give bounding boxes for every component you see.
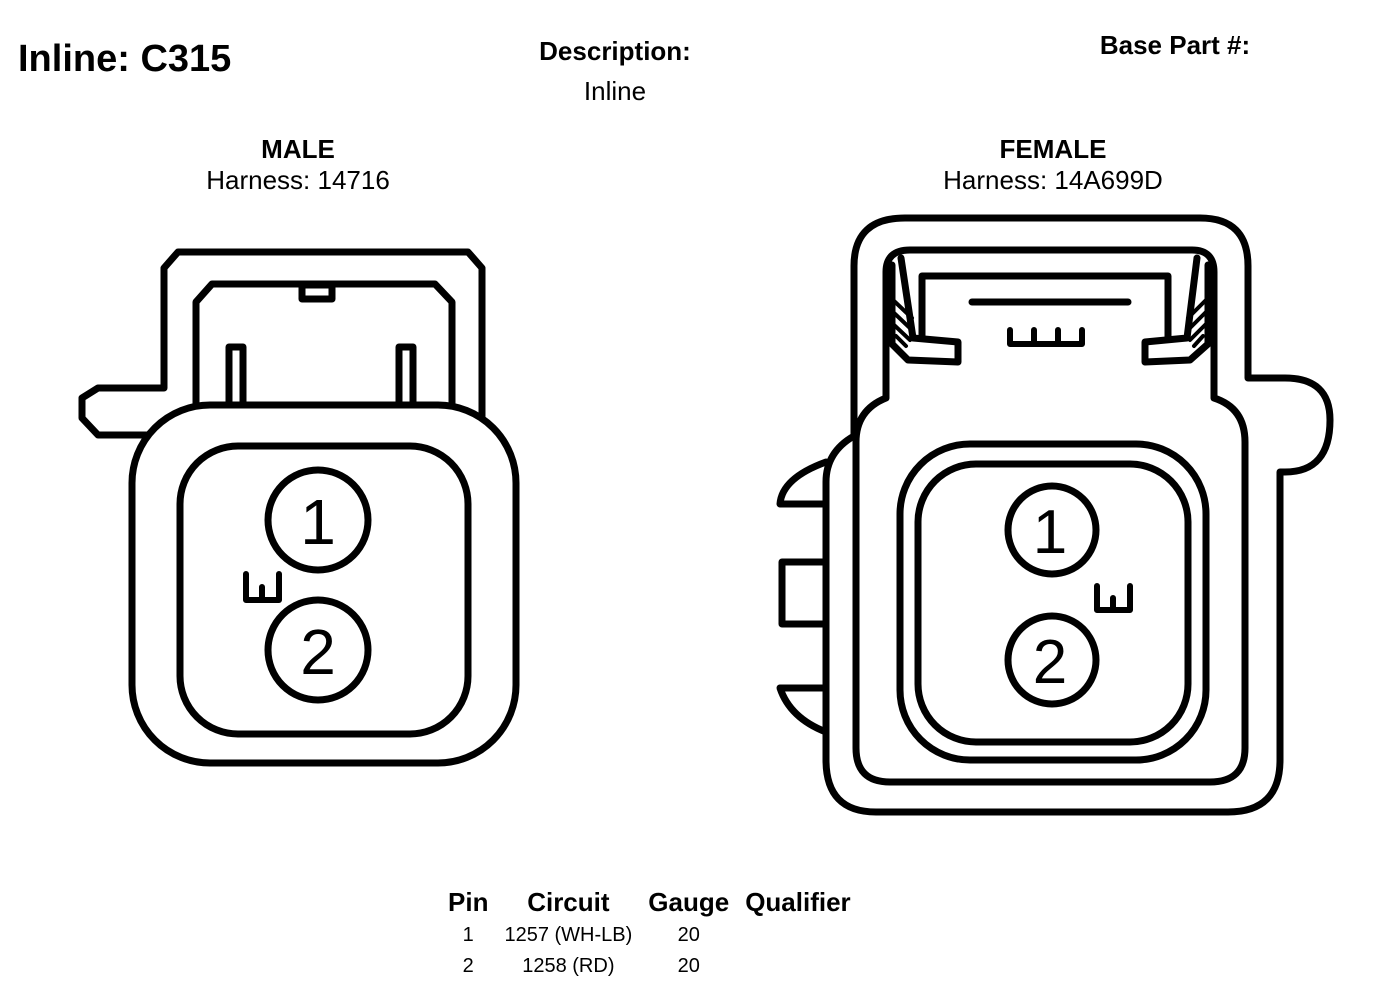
table-row: 2 1258 (RD) 20 — [440, 951, 859, 982]
female-latch-hatch-right — [1186, 298, 1208, 348]
circuit-column-header: Circuit — [527, 886, 610, 917]
female-seal-ring-outer — [896, 440, 1210, 764]
female-harness-label: Harness: 14A699D — [943, 165, 1163, 195]
pin-cell: 1 — [462, 924, 474, 946]
female-pin-1-cavity — [1004, 482, 1100, 578]
female-pin-2-label: 2 — [1033, 628, 1067, 697]
female-latch-rail-right — [1141, 254, 1212, 366]
female-latch-rail-left — [888, 254, 962, 366]
female-latch-hatch-left — [891, 298, 914, 348]
circuit-cell: 1257 (WH-LB) — [504, 924, 633, 946]
female-outer-housing — [822, 214, 1334, 816]
male-latch-post-right — [395, 343, 417, 409]
male-outer-body — [128, 401, 520, 767]
female-pin-2-cavity — [1004, 612, 1100, 708]
female-latch-teeth — [1007, 327, 1085, 347]
male-inner-face — [176, 442, 472, 738]
female-connector-heading: FEMALE Harness: 14A699D — [903, 134, 1203, 196]
pin-column-header: Pin — [448, 886, 489, 917]
female-connector-face — [776, 214, 1334, 816]
qualifier-cell — [737, 951, 858, 982]
description-label: Description: — [539, 36, 691, 66]
pin-cell: 2 — [462, 955, 474, 977]
circuit-cell: 1258 (RD) — [522, 955, 615, 977]
description-value: Inline — [583, 76, 647, 106]
female-side-clip-bottom — [776, 684, 830, 736]
male-wire-mark-glyph — [243, 571, 282, 603]
base-part-label: Base Part #: — [1099, 30, 1251, 60]
male-latch-post-left — [225, 343, 247, 409]
gauge-column-header: Gauge — [648, 886, 730, 917]
gauge-cell: 20 — [677, 924, 700, 946]
female-latch-frame — [918, 272, 1172, 342]
male-pin-1-label: 1 — [300, 486, 336, 558]
female-side-clip-middle — [778, 558, 830, 628]
male-connector-face — [78, 248, 520, 767]
female-inner-housing — [852, 246, 1249, 786]
male-top-tab — [298, 281, 336, 303]
male-latch-housing — [78, 248, 486, 439]
qualifier-cell — [737, 920, 858, 951]
male-pin-2-cavity — [264, 596, 372, 704]
male-harness-label: Harness: 14716 — [206, 165, 390, 195]
male-connector-heading: MALE Harness: 14716 — [148, 134, 448, 196]
male-pin-1-cavity — [264, 466, 372, 574]
table-row: 1 1257 (WH-LB) 20 — [440, 920, 859, 951]
female-seal-ring-inner — [914, 460, 1192, 746]
male-gender-label: MALE — [261, 134, 335, 164]
female-gender-label: FEMALE — [999, 134, 1107, 164]
pin-table-header-row: Pin Circuit Gauge Qualifier — [440, 884, 859, 920]
page-title: Inline: C315 — [18, 38, 232, 80]
qualifier-column-header: Qualifier — [745, 886, 851, 917]
pin-table: Pin Circuit Gauge Qualifier 1 1257 (WH-L… — [440, 884, 859, 982]
female-wire-mark-glyph — [1094, 583, 1133, 613]
female-side-clip-top — [776, 458, 830, 508]
male-pin-2-label: 2 — [300, 616, 336, 688]
female-pin-1-label: 1 — [1033, 498, 1067, 567]
gauge-cell: 20 — [677, 955, 700, 977]
